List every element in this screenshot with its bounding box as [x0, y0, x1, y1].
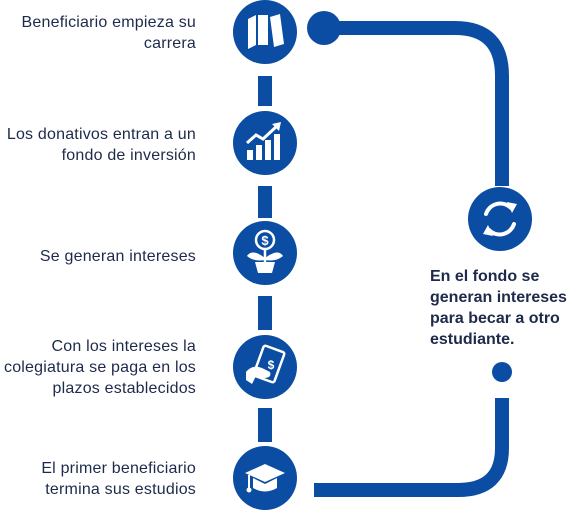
refresh-icon: [484, 201, 516, 237]
svg-text:$: $: [261, 233, 269, 248]
hand-money-icon: $: [246, 344, 286, 384]
loop-start-dot: [307, 11, 341, 45]
money-plant-icon: $: [247, 229, 283, 273]
step-connector: [258, 76, 272, 442]
step-4-label: Con los intereses la colegiatura se paga…: [4, 338, 196, 397]
cycle-label: En el fondo se generan intereses para be…: [430, 268, 567, 348]
books-icon: [248, 14, 284, 49]
step-1-label: Beneficiario empieza su carrera: [21, 14, 196, 52]
cycle-loop-bottom: [314, 398, 509, 497]
step-2-node: [233, 111, 297, 175]
step-5-node: [233, 446, 297, 510]
step-4-node: $: [233, 335, 297, 399]
growth-chart-icon: [246, 122, 281, 160]
step-1-node: [233, 0, 297, 64]
step-2-label: Los donativos entran a un fondo de inver…: [6, 126, 196, 164]
cycle-node: [468, 187, 532, 251]
step-5-label: El primer beneficiario termina sus estud…: [41, 460, 196, 498]
step-3-node: $: [233, 221, 297, 285]
cycle-loop-top: [326, 21, 509, 186]
svg-text:$: $: [268, 358, 275, 372]
step-3-label: Se generan intereses: [39, 248, 196, 265]
graduation-cap-icon: [245, 464, 285, 493]
loop-mid-dot: [492, 362, 512, 382]
